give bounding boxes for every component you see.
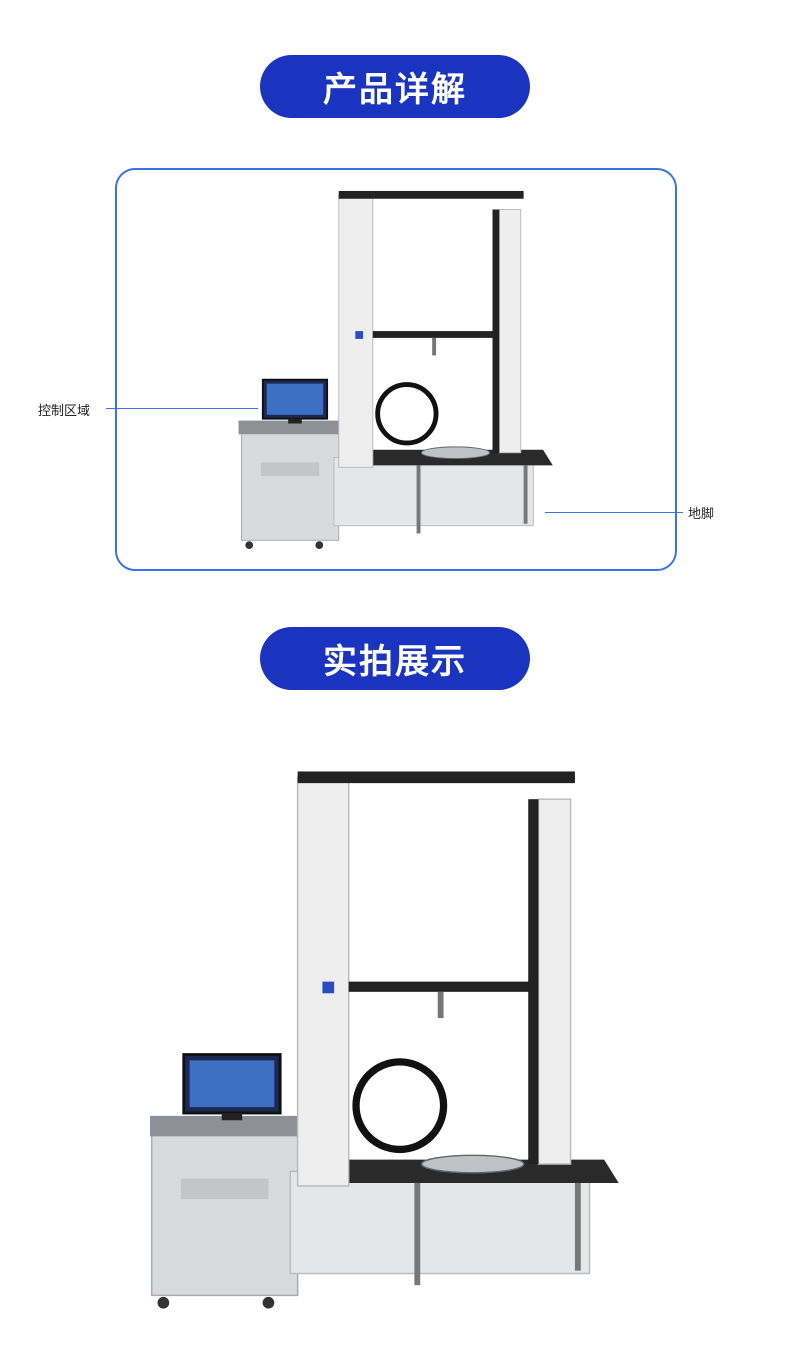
section-title-real-photos: 实拍展示 (260, 627, 530, 690)
machine-photo-image (150, 770, 635, 1310)
product-diagram-frame (115, 168, 677, 571)
callout-line-feet (545, 512, 683, 513)
callout-feet: 地脚 (688, 507, 715, 522)
machine-diagram-image (237, 190, 567, 550)
section-title-product-details: 产品详解 (260, 55, 530, 118)
callout-line-control-area (106, 408, 258, 409)
callout-control-area: 控制区域 (38, 404, 91, 419)
